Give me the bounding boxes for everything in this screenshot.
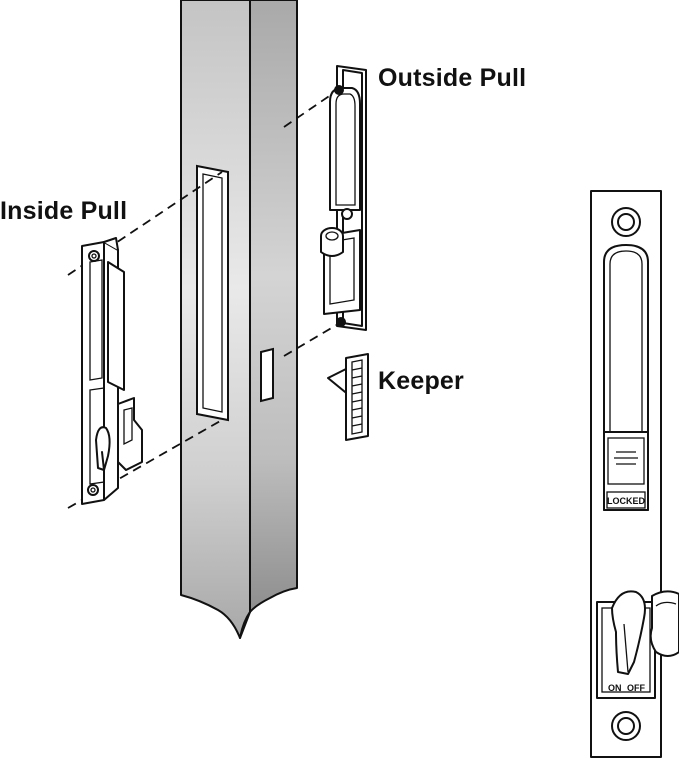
on-label: ON bbox=[608, 683, 622, 693]
outside-pull-label: Outside Pull bbox=[378, 64, 526, 92]
lock-indicator bbox=[603, 431, 649, 511]
off-label: OFF bbox=[627, 683, 645, 693]
inside-pull-cutout bbox=[196, 164, 229, 422]
door-frame-side-face bbox=[249, 0, 298, 613]
outside-pull bbox=[320, 65, 367, 331]
keeper-label: Keeper bbox=[378, 367, 464, 395]
door-frame bbox=[180, 0, 298, 639]
keeper-slot bbox=[260, 347, 274, 403]
lock-lever bbox=[611, 590, 646, 675]
inside-pull-label: Inside Pull bbox=[0, 197, 127, 225]
front-view-plate: LOCKED ON OFF bbox=[590, 190, 679, 758]
side-latch bbox=[649, 590, 679, 657]
inside-pull bbox=[81, 237, 143, 505]
keeper bbox=[327, 353, 369, 441]
locked-label: LOCKED bbox=[607, 496, 646, 506]
